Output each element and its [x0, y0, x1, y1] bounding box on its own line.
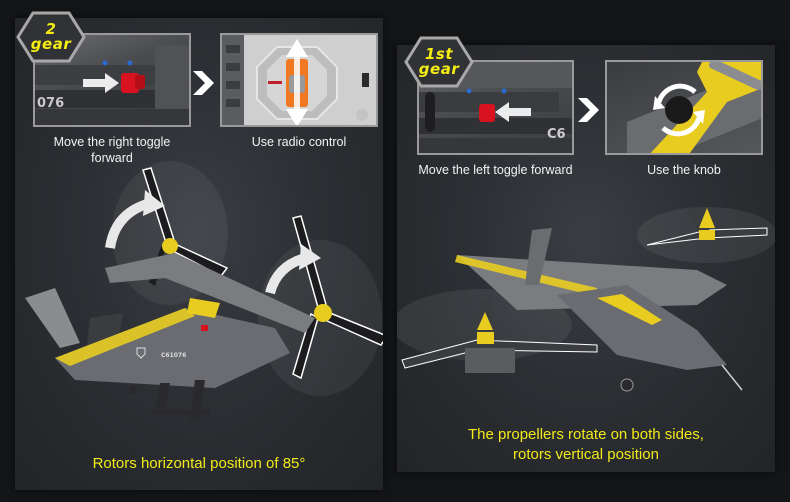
- knob-photo: [605, 60, 763, 155]
- right-rotor: [646, 208, 768, 246]
- step-label-left-toggle: Move the left toggle forward: [418, 163, 573, 177]
- panel-2nd-gear: 076: [15, 11, 383, 490]
- svg-text:C6: C6: [547, 127, 566, 142]
- knob-illustration: [627, 62, 761, 153]
- caption-vertical-rotors-line2: rotors vertical position: [513, 446, 659, 463]
- step-label-radio-control: Use radio control: [251, 135, 347, 149]
- badge-label: gear: [30, 35, 72, 53]
- rotate-arrow-icon: [105, 198, 152, 249]
- osprey-model-vertical-rotors: [397, 207, 775, 392]
- gear-badge-2: 2 gear: [15, 10, 87, 64]
- step-label-right-toggle: Move the right toggle forward: [53, 135, 171, 165]
- badge-number: 2: [45, 20, 57, 38]
- model-number-label: C61076: [161, 352, 186, 359]
- caption-vertical-rotors-line1: The propellers rotate on both sides,: [468, 426, 704, 443]
- step-label-knob: Use the knob: [647, 163, 721, 177]
- badge-label: gear: [418, 60, 460, 78]
- chevron-right-icon: [193, 71, 214, 95]
- osprey-model-horizontal-rotors: C61076: [25, 161, 383, 420]
- radio-control-photo: [220, 33, 378, 127]
- panel-1st-gear: C6 1st gear Move the left togg: [397, 36, 775, 472]
- svg-text:076: 076: [37, 96, 64, 111]
- left-rotor: [401, 298, 598, 373]
- chevron-right-icon: [578, 98, 599, 122]
- gear-badge-1st: 1st gear: [403, 35, 475, 89]
- right-toggle-photo: 076: [33, 33, 191, 127]
- right-toggle-illustration: 076: [35, 45, 189, 125]
- radio-control-illustration: [222, 35, 369, 125]
- badge-number: 1st: [424, 45, 454, 63]
- caption-horizontal-rotors: Rotors horizontal position of 85°: [92, 455, 306, 472]
